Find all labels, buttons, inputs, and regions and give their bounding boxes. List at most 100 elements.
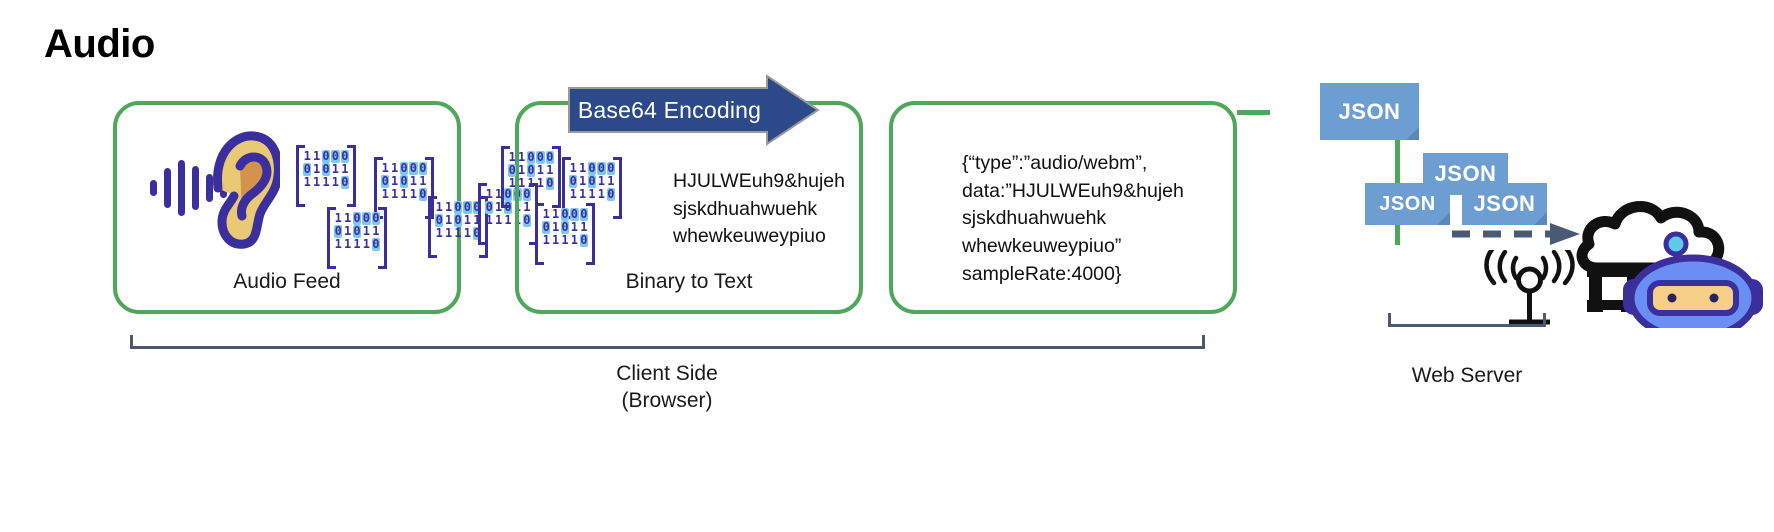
binary-bit: 1 [561,233,569,247]
binary-bit: 1 [331,162,340,176]
binary-bit: 1 [580,220,588,234]
binary-bit: 1 [542,207,550,221]
base64-arrow-label: Base64 Encoding [577,96,762,123]
binary-bit: 1 [508,176,516,190]
binary-bit: 0 [597,161,606,175]
binary-bit: 1 [463,213,472,227]
binary-bit: 1 [390,187,399,201]
binary-bit: 0 [522,187,532,201]
binary-bit: 0 [418,187,428,201]
binary-bit: 1 [444,213,453,227]
ear-icon [148,130,283,255]
binary-bit: 0 [536,150,545,164]
binary-bit: 1 [517,150,526,164]
binary-bit: 1 [312,162,321,176]
binary-bit: 1 [353,237,361,251]
binary-bit: 0 [435,213,444,227]
binary-bit: 1 [390,174,399,188]
binary-bit: 0 [587,174,597,188]
binary-bit: 0 [409,161,418,175]
binary-bit: 1 [362,237,371,251]
base64-encoding-arrow: Base64 Encoding [567,74,820,146]
binary-bit: 0 [472,226,482,240]
binary-bit: 1 [435,226,443,240]
binary-bit: 1 [546,163,554,177]
binary-bit: 1 [551,233,560,247]
binary-bit: 0 [508,163,517,177]
binary-bit: 1 [508,150,516,164]
binary-bit: 1 [343,224,352,238]
binary-bit: 0 [485,200,494,214]
binary-bit: 0 [399,161,409,175]
dashed-arrow-icon [1452,222,1582,246]
binary-bit: 1 [551,207,560,221]
json-badge-left: JSON [1365,183,1450,225]
fold-corner [1534,212,1547,225]
binary-bit: 1 [312,175,321,189]
binary-bit: 1 [331,175,340,189]
binary-bit: 0 [606,161,616,175]
binary-bit: 1 [578,161,587,175]
stage-box-json-payload [889,101,1237,314]
binary-bit: 1 [569,187,577,201]
binary-bit: 0 [453,200,463,214]
binary-bit: 1 [588,187,596,201]
fold-corner [1406,127,1419,140]
connector-box3-to-json [1237,110,1270,115]
binary-bit: 1 [435,200,443,214]
binary-bit: 0 [352,211,362,225]
json-badge-label: JSON [1434,161,1497,186]
binary-bit: 0 [303,162,312,176]
binary-bit: 1 [362,224,371,238]
stage-label-binary-to-text: Binary to Text [625,270,753,293]
robot-head-icon [1620,228,1770,342]
binary-bit: 0 [418,161,428,175]
binary-bit: 1 [343,237,352,251]
binary-bit: 0 [542,220,551,234]
binary-bit: 1 [494,187,503,201]
binary-bit: 1 [536,163,545,177]
json-badge-main: JSON [1320,83,1419,140]
web-server-bracket [1388,313,1546,327]
binary-bit: 1 [372,224,380,238]
binary-bit: 1 [409,174,418,188]
binary-bit: 0 [340,175,350,189]
binary-bit: 1 [523,200,531,214]
binary-bit: 0 [472,200,482,214]
binary-bit: 0 [560,220,570,234]
binary-bit: 1 [504,213,512,227]
binary-bit: 0 [570,207,579,221]
binary-bit: 1 [334,237,342,251]
binary-bit: 0 [579,207,589,221]
binary-bit: 0 [579,233,589,247]
binary-bit: 0 [362,211,371,225]
binary-bit: 0 [334,224,343,238]
page-title: Audio [44,22,155,66]
binary-bit: 1 [334,211,342,225]
binary-bit: 1 [485,187,493,201]
binary-bit: 1 [454,226,462,240]
binary-bit: 1 [607,174,615,188]
binary-bit: 1 [551,220,560,234]
